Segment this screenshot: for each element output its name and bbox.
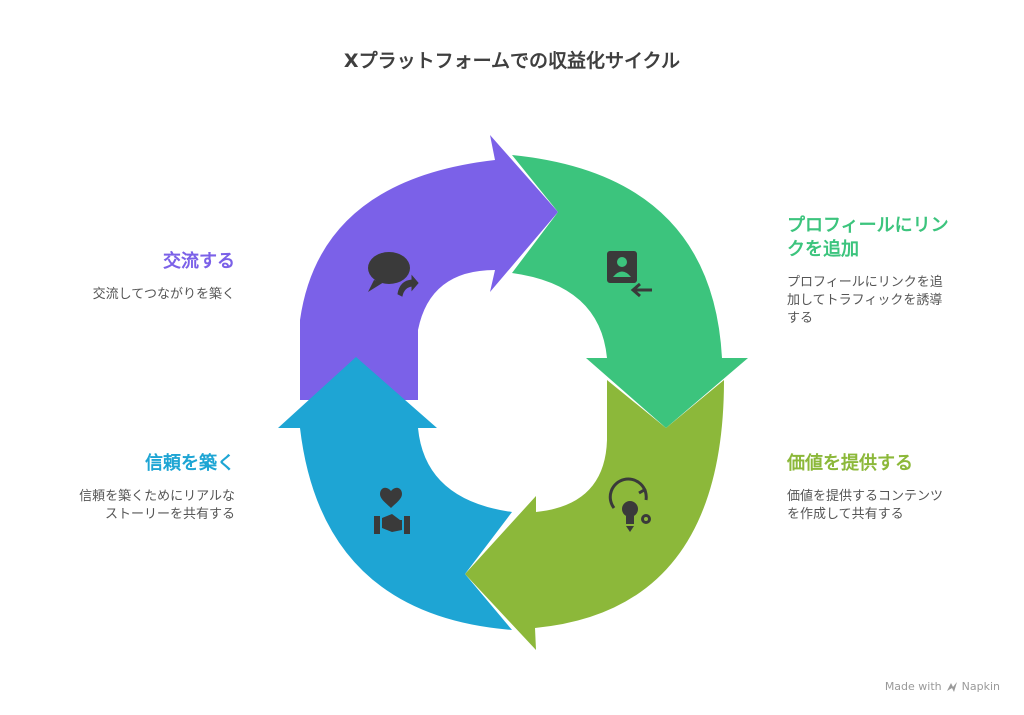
step-value: 価値を提供する 価値を提供するコンテンツ を作成して共有する	[787, 452, 987, 524]
napkin-logo-icon	[946, 681, 957, 692]
lightbulb-gear-icon	[608, 477, 651, 532]
cycle-segment-value	[465, 380, 724, 650]
page-title: Xプラットフォームでの収益化サイクル	[343, 50, 681, 72]
step-value-description: 価値を提供するコンテンツ を作成して共有する	[787, 488, 987, 524]
handshake-heart-icon	[374, 487, 410, 534]
made-with-label: Made with	[884, 680, 942, 693]
step-link-description-line2: 加してトラフィックを誘導	[787, 293, 943, 308]
step-link-heading-line2: クを追加	[787, 239, 859, 260]
step-connect-heading: 交流する	[163, 251, 235, 272]
step-link-description-line3: する	[787, 311, 814, 326]
chat-reply-icon	[368, 252, 419, 297]
step-value-description-line2: を作成して共有する	[787, 507, 904, 522]
step-link: プロフィールにリン クを追加 プロフィールにリンクを追 加してトラフィックを誘導…	[787, 214, 987, 328]
step-link-description-line1: プロフィールにリンクを追	[787, 275, 943, 290]
step-link-heading: プロフィールにリン クを追加	[787, 214, 987, 262]
step-connect-description: 交流してつながりを築く	[92, 287, 235, 302]
napkin-attribution[interactable]: Made with Napkin	[885, 680, 1000, 693]
step-trust: 信頼を築く 信頼を築くためにリアルな ストーリーを共有する	[35, 452, 235, 524]
step-value-description-line1: 価値を提供するコンテンツ	[787, 489, 944, 504]
cycle-segment-link	[512, 155, 748, 428]
step-trust-description: 信頼を築くためにリアルな ストーリーを共有する	[35, 488, 235, 524]
step-connect: 交流する 交流してつながりを築く	[45, 250, 235, 304]
profile-link-icon	[607, 251, 652, 298]
step-value-heading: 価値を提供する	[787, 453, 913, 474]
step-trust-description-line2: ストーリーを共有する	[104, 507, 235, 522]
step-trust-description-line1: 信頼を築くためにリアルな	[79, 489, 235, 504]
step-link-description: プロフィールにリンクを追 加してトラフィックを誘導 する	[787, 274, 987, 328]
step-link-heading-line1: プロフィールにリン	[787, 215, 949, 236]
napkin-brand-label: Napkin	[961, 680, 1000, 693]
step-trust-heading: 信頼を築く	[145, 453, 235, 474]
cycle-segment-connect	[300, 135, 558, 400]
